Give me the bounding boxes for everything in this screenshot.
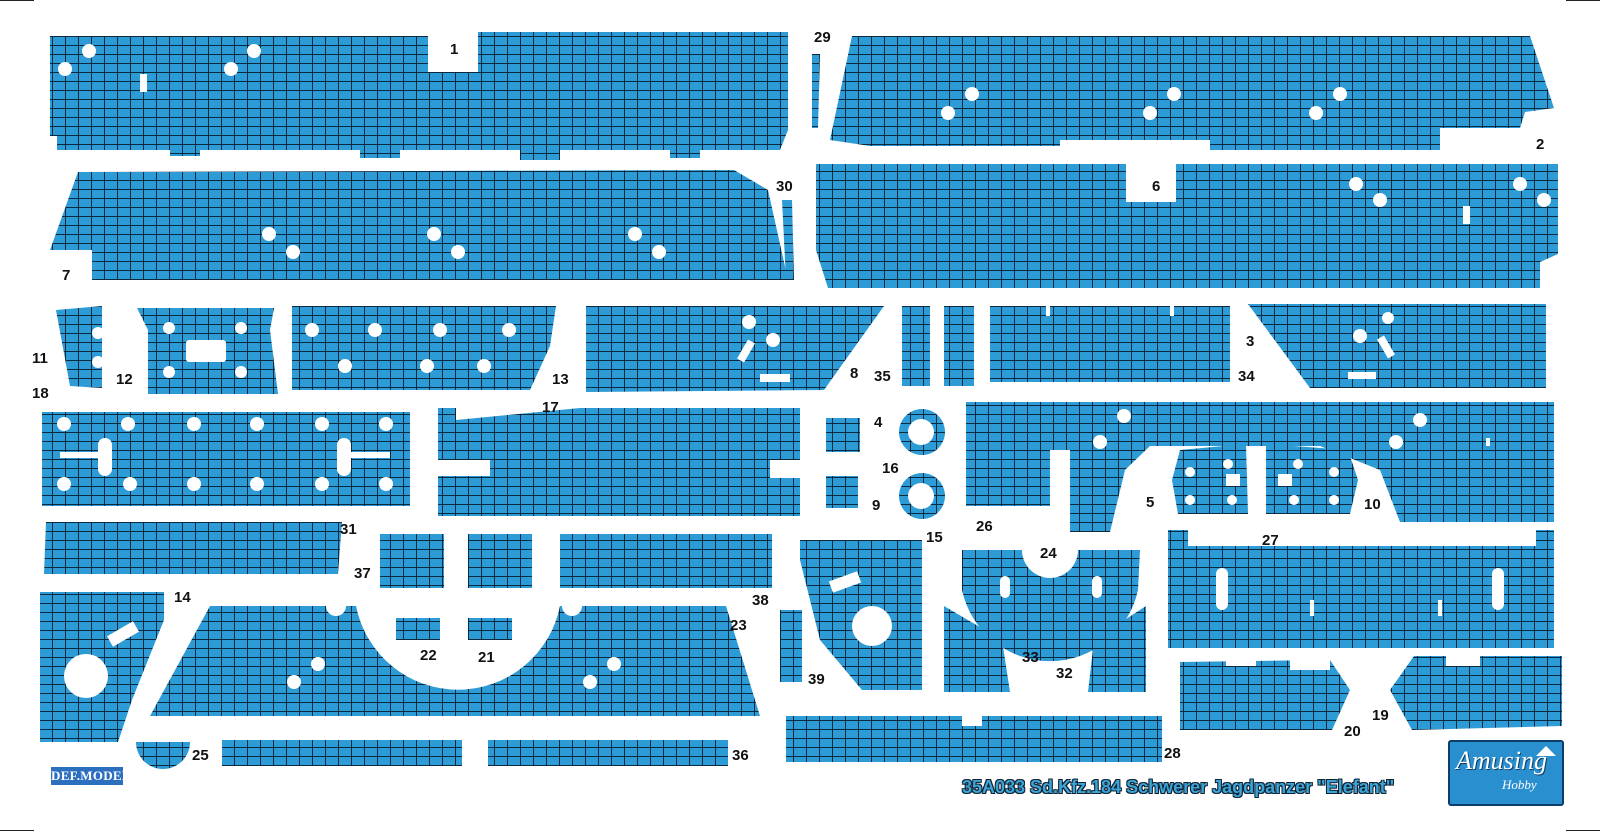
amusing-hobby-logo: Amusing Hobby xyxy=(1448,740,1564,806)
part-label-13: 13 xyxy=(552,371,569,388)
part-13 xyxy=(292,306,556,390)
part-1 xyxy=(50,32,788,160)
part-label-23: 23 xyxy=(730,617,747,634)
part-4 xyxy=(826,418,860,452)
part-33 xyxy=(944,606,1010,692)
part-label-20: 20 xyxy=(1344,723,1361,740)
part-label-5: 5 xyxy=(1146,494,1155,511)
part-20 xyxy=(1180,660,1350,730)
part-label-21: 21 xyxy=(478,649,495,666)
part-36b xyxy=(488,740,728,766)
part-label-16: 16 xyxy=(882,460,899,477)
part-27 xyxy=(1168,530,1554,648)
part-label-36: 36 xyxy=(732,747,749,764)
crop-mark-top-right xyxy=(1566,0,1600,1)
def-model-logo: DEF.MODEL xyxy=(51,767,131,785)
part-22 xyxy=(396,618,440,640)
part-32 xyxy=(1088,606,1146,692)
part-label-26: 26 xyxy=(976,518,993,535)
part-39 xyxy=(780,610,802,682)
part-label-8: 8 xyxy=(850,365,859,382)
part-21 xyxy=(468,618,512,640)
brand-main-text: Amusing xyxy=(1456,746,1547,775)
part-label-30: 30 xyxy=(776,178,793,195)
part-label-17: 17 xyxy=(542,399,559,416)
part-29 xyxy=(812,54,820,128)
house-roof-icon xyxy=(1536,746,1556,756)
part-9 xyxy=(826,476,858,508)
product-title: 35A033 Sd.Kfz.184 Schwerer Jagdpanzer "E… xyxy=(962,777,1395,797)
part-37a xyxy=(380,534,444,588)
part-30 xyxy=(782,200,794,280)
part-label-15: 15 xyxy=(926,529,943,546)
part-25 xyxy=(136,742,190,769)
part-28 xyxy=(786,716,1162,762)
part-11 xyxy=(56,306,102,388)
part-7 xyxy=(50,170,788,280)
part-label-7: 7 xyxy=(62,267,71,284)
part-3 xyxy=(1248,304,1546,388)
part-label-31: 31 xyxy=(340,521,357,538)
part-label-37: 37 xyxy=(354,565,371,582)
part-label-19: 19 xyxy=(1372,707,1389,724)
brand-sub-text: Hobby xyxy=(1502,777,1537,792)
part-26 xyxy=(966,402,1554,532)
part-label-27: 27 xyxy=(1262,532,1279,549)
part-label-22: 22 xyxy=(420,647,437,664)
part-31 xyxy=(44,522,342,574)
part-label-12: 12 xyxy=(116,371,133,388)
part-label-6: 6 xyxy=(1152,178,1161,195)
part-17 xyxy=(438,408,800,516)
part-34 xyxy=(990,306,1230,382)
part-label-11: 11 xyxy=(32,350,48,367)
part-label-18: 18 xyxy=(32,385,49,402)
part-19 xyxy=(1390,656,1562,730)
part-23 xyxy=(150,606,760,716)
part-37b xyxy=(468,534,532,588)
crop-mark-bottom-left xyxy=(0,830,34,831)
cutouts xyxy=(57,44,1551,726)
part-label-25: 25 xyxy=(192,747,209,764)
part-8 xyxy=(586,306,884,392)
part-35b xyxy=(944,306,974,386)
part-label-10: 10 xyxy=(1364,496,1381,513)
part-6 xyxy=(816,164,1558,288)
part-label-32: 32 xyxy=(1056,665,1073,682)
part-18 xyxy=(42,412,410,506)
part-36a xyxy=(222,740,462,766)
part-label-33: 33 xyxy=(1022,649,1039,666)
part-label-28: 28 xyxy=(1164,745,1181,762)
part-38 xyxy=(560,534,772,588)
part-label-34: 34 xyxy=(1238,368,1255,385)
part-label-38: 38 xyxy=(752,592,769,609)
part-label-29: 29 xyxy=(814,29,831,46)
crop-mark-top-left xyxy=(0,0,34,1)
part-2 xyxy=(830,36,1554,150)
part-label-35: 35 xyxy=(874,368,891,385)
part-35a xyxy=(902,306,930,386)
part-label-2: 2 xyxy=(1536,136,1545,153)
part-label-39: 39 xyxy=(808,671,825,688)
part-label-1: 1 xyxy=(450,41,459,58)
part-label-3: 3 xyxy=(1246,333,1255,350)
part-label-9: 9 xyxy=(872,497,881,514)
part-label-4: 4 xyxy=(874,414,883,431)
crop-mark-bottom-right xyxy=(1566,830,1600,831)
part-label-14: 14 xyxy=(174,589,191,606)
part-label-24: 24 xyxy=(1040,545,1057,562)
